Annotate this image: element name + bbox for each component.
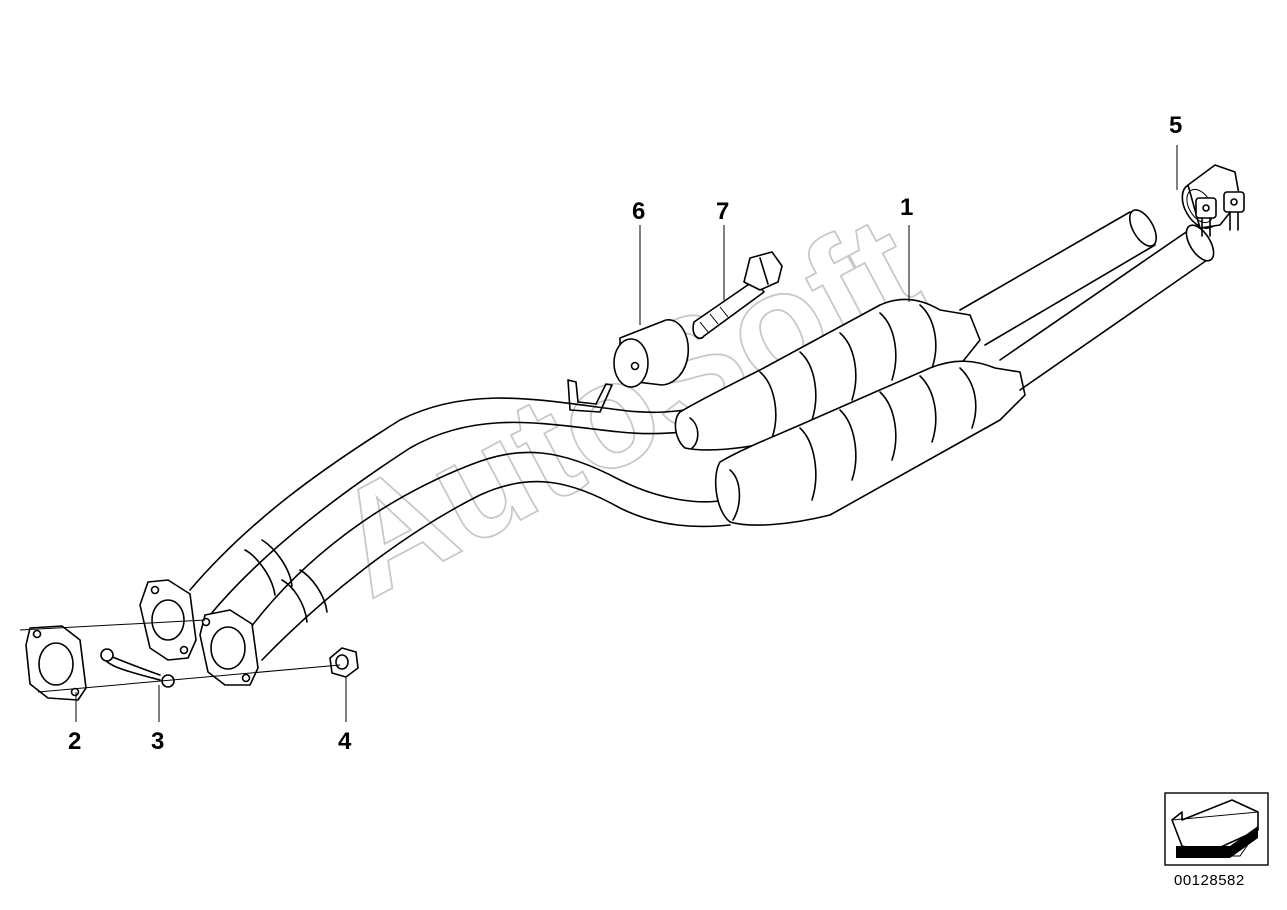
callout-6: 6 (632, 198, 646, 225)
pipe-clamp (1181, 164, 1245, 237)
direction-arrow-icon (1164, 792, 1269, 866)
leader-lines (19, 145, 1178, 722)
callout-5: 5 (1169, 112, 1183, 139)
bolt (692, 251, 783, 340)
callout-7: 7 (716, 198, 730, 225)
document-number: 00128582 (1174, 872, 1245, 889)
nut (329, 647, 359, 678)
callout-3: 3 (151, 728, 165, 755)
front-pipe-catalytic-converter (139, 209, 1215, 686)
callout-1: 1 (900, 194, 914, 221)
callout-2: 2 (68, 728, 82, 755)
clip (100, 648, 175, 688)
gasket (25, 625, 87, 701)
rubber-mount (613, 319, 690, 388)
callout-4: 4 (338, 728, 352, 755)
